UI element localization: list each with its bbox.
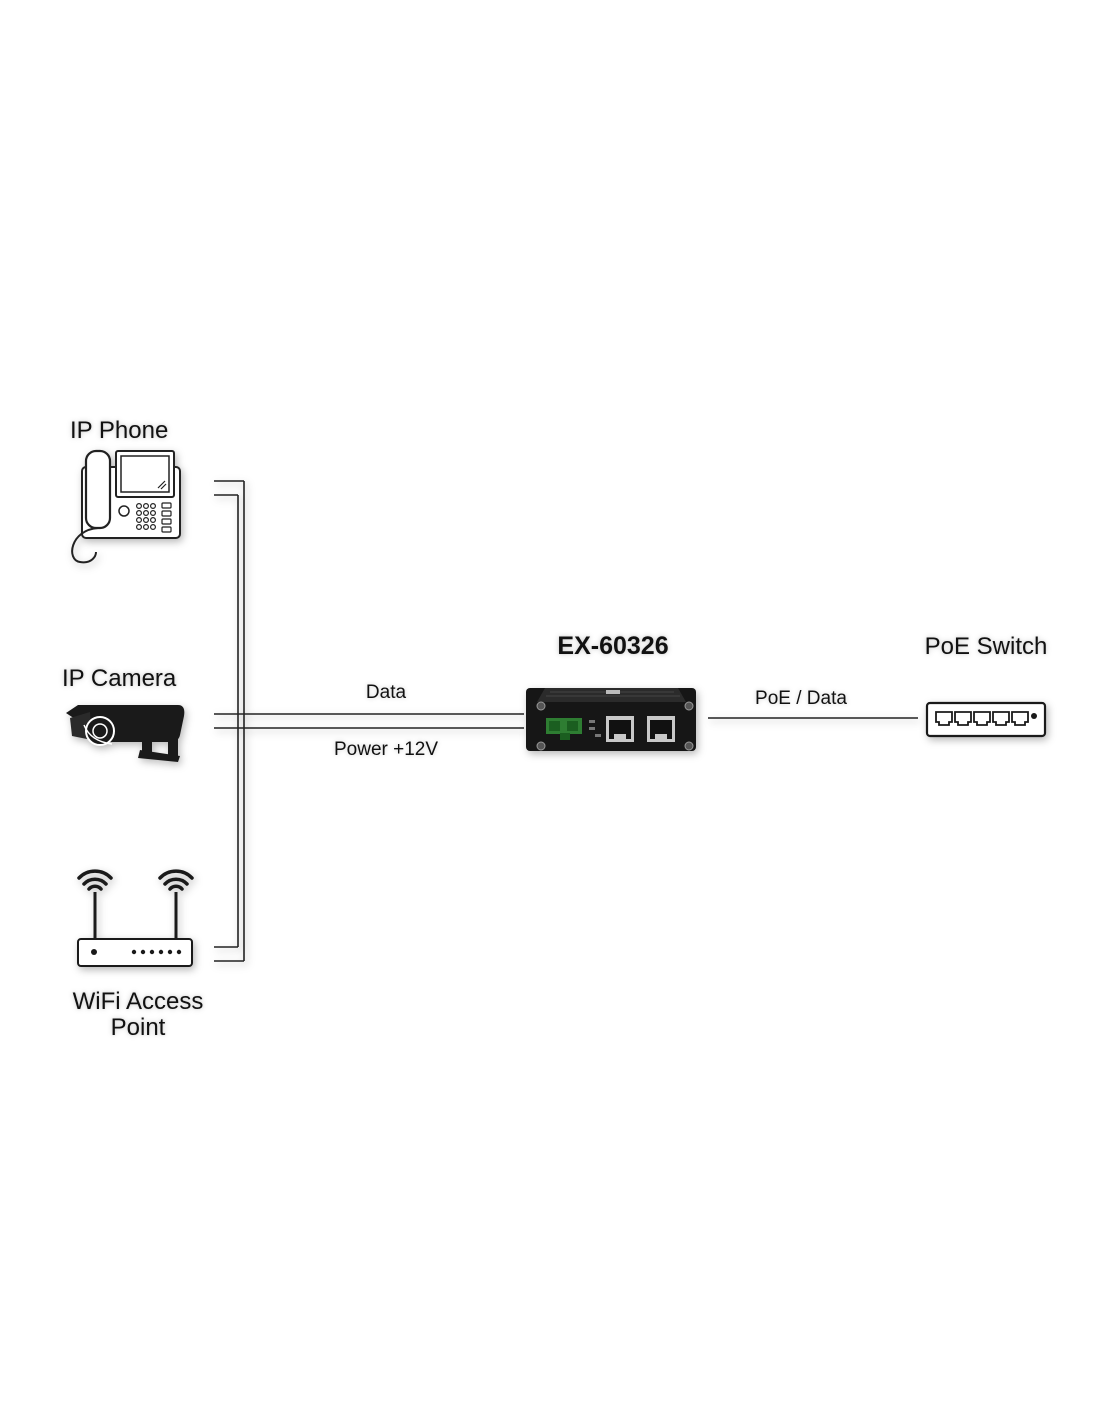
- wifi-ap-label-line2: Point: [110, 1014, 166, 1041]
- security-camera-icon: [66, 705, 185, 762]
- poe-splitter-device: [526, 688, 696, 751]
- wifi-router-icon: [77, 869, 194, 967]
- wifi-ap-label-line1: WiFi Access: [72, 988, 204, 1015]
- ip-phone-label: IP Phone: [70, 417, 169, 444]
- data-line-label: Data: [365, 682, 407, 703]
- poe-data-line-label: PoE / Data: [755, 688, 847, 709]
- ip-camera-label: IP Camera: [62, 665, 177, 692]
- power-line-label: Power +12V: [333, 739, 439, 760]
- connection-lines: [214, 480, 918, 962]
- model-label: EX-60326: [557, 632, 669, 660]
- desk-phone-icon: [71, 449, 181, 564]
- poe-switch-label: PoE Switch: [924, 633, 1048, 660]
- network-switch-icon: [925, 701, 1047, 738]
